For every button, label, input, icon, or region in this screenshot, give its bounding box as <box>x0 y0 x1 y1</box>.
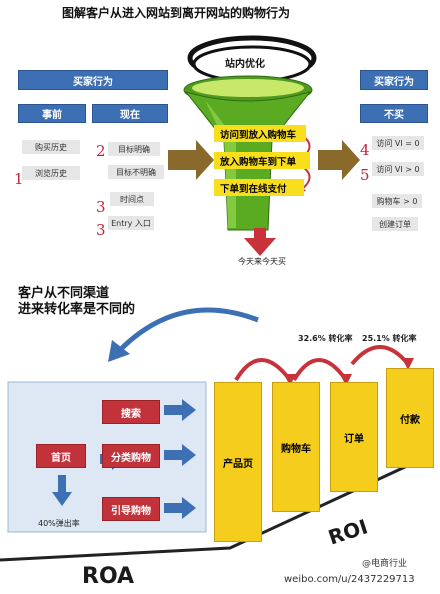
funnel-rim-highlight <box>192 79 304 97</box>
number-3a: 3 <box>96 198 106 216</box>
left-header: 买家行为 <box>18 70 168 90</box>
funnel-step-1: 访问到放入购物车 <box>214 125 306 142</box>
now-item-clear-goal: 目标明确 <box>108 142 160 156</box>
stage-product: 产品页 <box>214 382 262 542</box>
return-arrow <box>118 307 259 352</box>
funnel-exit-arrow <box>244 228 276 256</box>
number-4: 4 <box>360 141 370 159</box>
now-item-timing: 时间点 <box>110 192 154 206</box>
rate-label-1: 32.6% 转化率 <box>298 334 353 343</box>
home-box: 首页 <box>36 444 86 468</box>
channel-search: 搜索 <box>102 400 160 424</box>
now-header: 现在 <box>92 104 168 123</box>
stage-cart: 购物车 <box>272 382 320 512</box>
category-arrow <box>164 444 196 466</box>
before-header: 事前 <box>18 104 86 123</box>
funnel-bottom-label: 今天来今天买 <box>238 257 286 266</box>
channel-guided: 引导购物 <box>102 497 160 521</box>
stage-order: 订单 <box>330 382 378 492</box>
now-item-unclear-goal: 目标不明确 <box>108 165 164 179</box>
right-item-visit-gt0: 访问 VI > 0 <box>372 162 424 176</box>
number-5: 5 <box>360 166 370 184</box>
channel-category: 分类购物 <box>102 444 160 468</box>
diagram-title: 图解客户从进入网站到离开网站的购物行为 <box>62 6 291 20</box>
guide-arrow <box>164 497 196 519</box>
number-2: 2 <box>96 142 106 160</box>
exit-arrow <box>318 140 360 180</box>
right-item-order: 创建订单 <box>372 217 418 231</box>
right-sub-header: 不买 <box>360 104 428 123</box>
funnel-step-2: 放入购物车到下单 <box>214 152 310 169</box>
rate-label-2: 25.1% 转化率 <box>362 334 417 343</box>
arc-2 <box>292 358 348 382</box>
right-item-visit0: 访问 VI = 0 <box>372 136 424 150</box>
now-item-entry: Entry 入口 <box>108 216 154 230</box>
number-3b: 3 <box>96 221 106 239</box>
watermark-url: weibo.com/u/2437229713 <box>284 574 415 585</box>
bounce-arrow <box>52 475 72 506</box>
stage-payment: 付款 <box>386 368 434 468</box>
right-item-cart: 购物车 > 0 <box>372 194 422 208</box>
watermark-handle: @电商行业 <box>362 559 408 569</box>
search-arrow <box>164 399 196 421</box>
arc-1 <box>234 358 292 382</box>
before-item-history: 购买历史 <box>22 140 80 154</box>
before-item-browse: 浏览历史 <box>22 166 80 180</box>
bounce-label: 40%弹出率 <box>38 519 80 528</box>
number-1: 1 <box>14 170 24 188</box>
roa-label: ROA <box>82 564 135 589</box>
entry-arrow <box>168 140 214 180</box>
funnel-cloud-label: 站内优化 <box>225 59 265 70</box>
arc-3 <box>350 345 410 366</box>
bottom-heading-1: 客户从不同渠道 <box>18 286 110 301</box>
right-header: 买家行为 <box>360 70 428 90</box>
bottom-heading-2: 进来转化率是不同的 <box>18 302 136 317</box>
funnel-step-3: 下单到在线支付 <box>214 179 304 196</box>
